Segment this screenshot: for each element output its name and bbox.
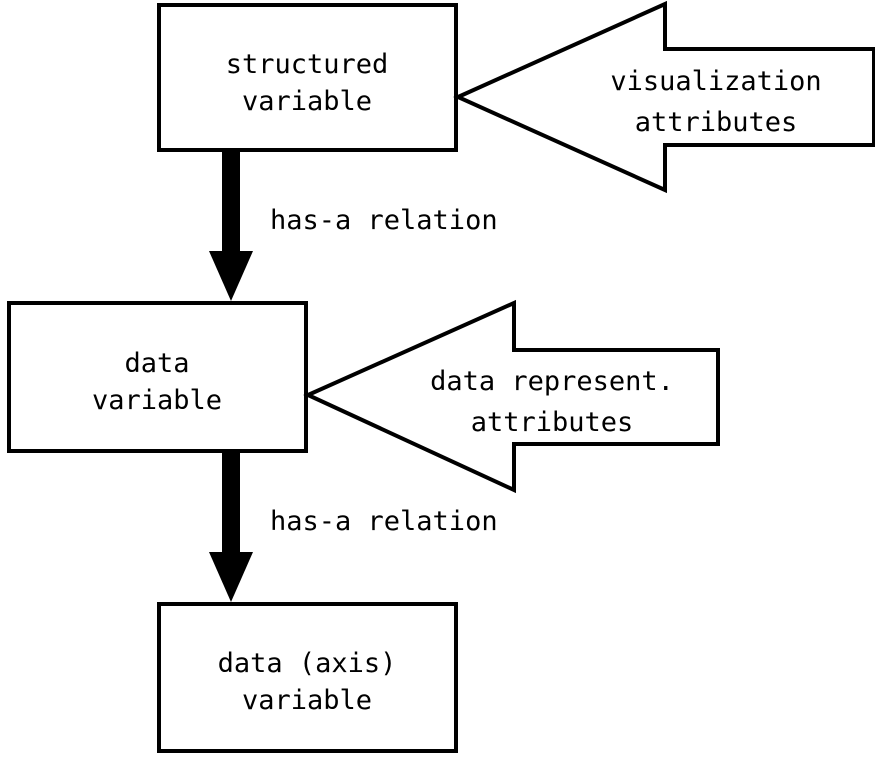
visualization-attributes-shape[interactable] bbox=[453, 0, 875, 194]
node-structured-variable[interactable]: structured variable bbox=[157, 3, 458, 152]
block-arrow-data-represent-attributes[interactable]: data represent. attributes bbox=[303, 299, 720, 494]
flow-arrow-has-a-relation-1: has-a relation bbox=[209, 152, 498, 301]
has-a-relation-2-head bbox=[209, 552, 253, 602]
data-variable-label-line2: variable bbox=[92, 385, 222, 416]
data-axis-variable-box[interactable] bbox=[157, 602, 458, 753]
structured-variable-label-line2: variable bbox=[242, 86, 372, 117]
data-axis-variable-label-line2: variable bbox=[242, 685, 372, 716]
visualization-attributes-label-line2: attributes bbox=[635, 107, 798, 138]
node-data-variable[interactable]: data variable bbox=[7, 301, 308, 453]
data-represent-attributes-label-line1: data represent. bbox=[430, 366, 674, 397]
data-represent-attributes-shape[interactable] bbox=[303, 299, 720, 494]
has-a-relation-1-shaft bbox=[222, 152, 240, 253]
data-axis-variable-label-line1: data (axis) bbox=[218, 648, 397, 679]
node-data-axis-variable[interactable]: data (axis) variable bbox=[157, 602, 458, 753]
has-a-relation-1-head bbox=[209, 251, 253, 301]
has-a-relation-1-label: has-a relation bbox=[270, 205, 498, 236]
data-represent-attributes-label-line2: attributes bbox=[471, 407, 634, 438]
has-a-relation-2-shaft bbox=[222, 453, 240, 554]
flow-arrow-has-a-relation-2: has-a relation bbox=[209, 453, 498, 602]
block-arrow-visualization-attributes[interactable]: visualization attributes bbox=[453, 0, 875, 194]
structured-variable-box[interactable] bbox=[157, 3, 458, 152]
has-a-relation-2-label: has-a relation bbox=[270, 506, 498, 537]
data-variable-label-line1: data bbox=[124, 348, 189, 379]
structured-variable-label-line1: structured bbox=[226, 49, 389, 80]
visualization-attributes-label-line1: visualization bbox=[610, 66, 821, 97]
data-variable-box[interactable] bbox=[7, 301, 308, 453]
